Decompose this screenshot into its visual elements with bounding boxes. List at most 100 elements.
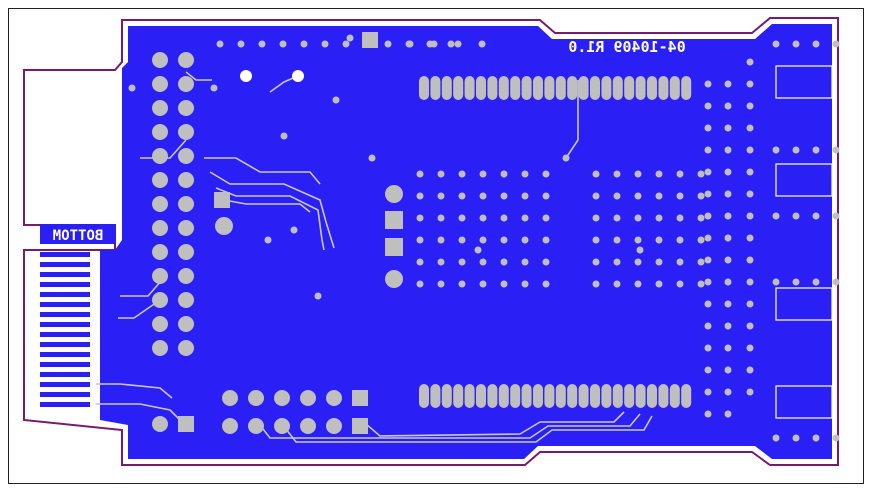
bottom-row-pin (476, 384, 486, 408)
top-row-pin (533, 76, 543, 100)
via (724, 80, 732, 88)
header-pad (274, 390, 290, 406)
via (416, 170, 424, 178)
via (724, 256, 732, 264)
header-pad (152, 340, 168, 356)
via (724, 388, 732, 396)
via (521, 280, 529, 288)
via (772, 278, 780, 286)
header-pad (178, 76, 194, 92)
edge-finger (40, 252, 90, 257)
via (704, 256, 712, 264)
via (704, 146, 712, 154)
edge-finger (40, 362, 90, 367)
via (634, 258, 642, 266)
via (416, 258, 424, 266)
via (613, 192, 621, 200)
header-pad (178, 52, 194, 68)
via (210, 84, 218, 92)
header-pad-square (352, 418, 368, 434)
bottom-row-pin (681, 384, 692, 408)
via (792, 278, 800, 286)
top-row-pin (487, 76, 498, 100)
bottom-row-pin (441, 384, 452, 408)
via (676, 258, 684, 266)
via (458, 192, 466, 200)
via (724, 146, 732, 154)
bottom-row-pin (578, 384, 589, 408)
via (724, 322, 732, 330)
part-number-label: 04-10409 R1.0 (568, 38, 685, 56)
via (724, 102, 732, 110)
via (613, 170, 621, 178)
via (772, 146, 780, 154)
via (500, 258, 508, 266)
top-row-pin (624, 76, 635, 100)
via (458, 170, 466, 178)
via (792, 434, 800, 442)
via (479, 280, 487, 288)
via (321, 40, 329, 48)
via (478, 40, 486, 48)
bottom-row-pin (624, 384, 635, 408)
top-row-pin (555, 76, 566, 100)
via (832, 212, 840, 220)
via (634, 280, 642, 288)
header-pad (152, 244, 168, 260)
layer-label: BOTTOM (53, 228, 104, 244)
via (746, 80, 754, 88)
via (458, 280, 466, 288)
via (258, 40, 266, 48)
via (697, 170, 705, 178)
header-pad (152, 100, 168, 116)
via (500, 170, 508, 178)
via (746, 102, 754, 110)
via (363, 40, 371, 48)
top-row-pin (498, 76, 509, 100)
bottom-row-pin (464, 384, 475, 408)
via (416, 192, 424, 200)
via (280, 132, 288, 140)
top-row-pin (419, 76, 429, 100)
edge-connector-fingers (40, 252, 90, 407)
via (416, 236, 424, 244)
via (704, 102, 712, 110)
bottom-row-pin (590, 384, 600, 408)
via (521, 258, 529, 266)
via (704, 168, 712, 176)
via (416, 280, 424, 288)
via (676, 236, 684, 244)
edge-finger (40, 262, 90, 267)
pads-and-vias (128, 32, 840, 442)
via (437, 258, 445, 266)
header-pad (178, 172, 194, 188)
board-outline (23, 17, 839, 466)
bottom-label-bg (40, 224, 116, 244)
via (746, 300, 754, 308)
via (704, 300, 712, 308)
header-pad (152, 220, 168, 236)
via (724, 190, 732, 198)
via (592, 170, 600, 178)
header-pad (178, 244, 194, 260)
header-pad (300, 418, 316, 434)
header-pad (300, 390, 316, 406)
pad (215, 217, 233, 235)
via (746, 212, 754, 220)
edge-finger (40, 342, 90, 347)
via (812, 146, 820, 154)
via (384, 40, 392, 48)
component-outline (775, 385, 833, 419)
top-row-pin (510, 76, 521, 100)
via (792, 146, 800, 154)
bottom-row-pin (430, 384, 441, 408)
edge-finger (40, 352, 90, 357)
bottom-row-pin (658, 384, 669, 408)
via (521, 214, 529, 222)
top-row-pin (601, 76, 612, 100)
via (655, 236, 663, 244)
via (592, 214, 600, 222)
via (300, 40, 308, 48)
edge-finger (40, 282, 90, 287)
pad-square (214, 192, 230, 208)
